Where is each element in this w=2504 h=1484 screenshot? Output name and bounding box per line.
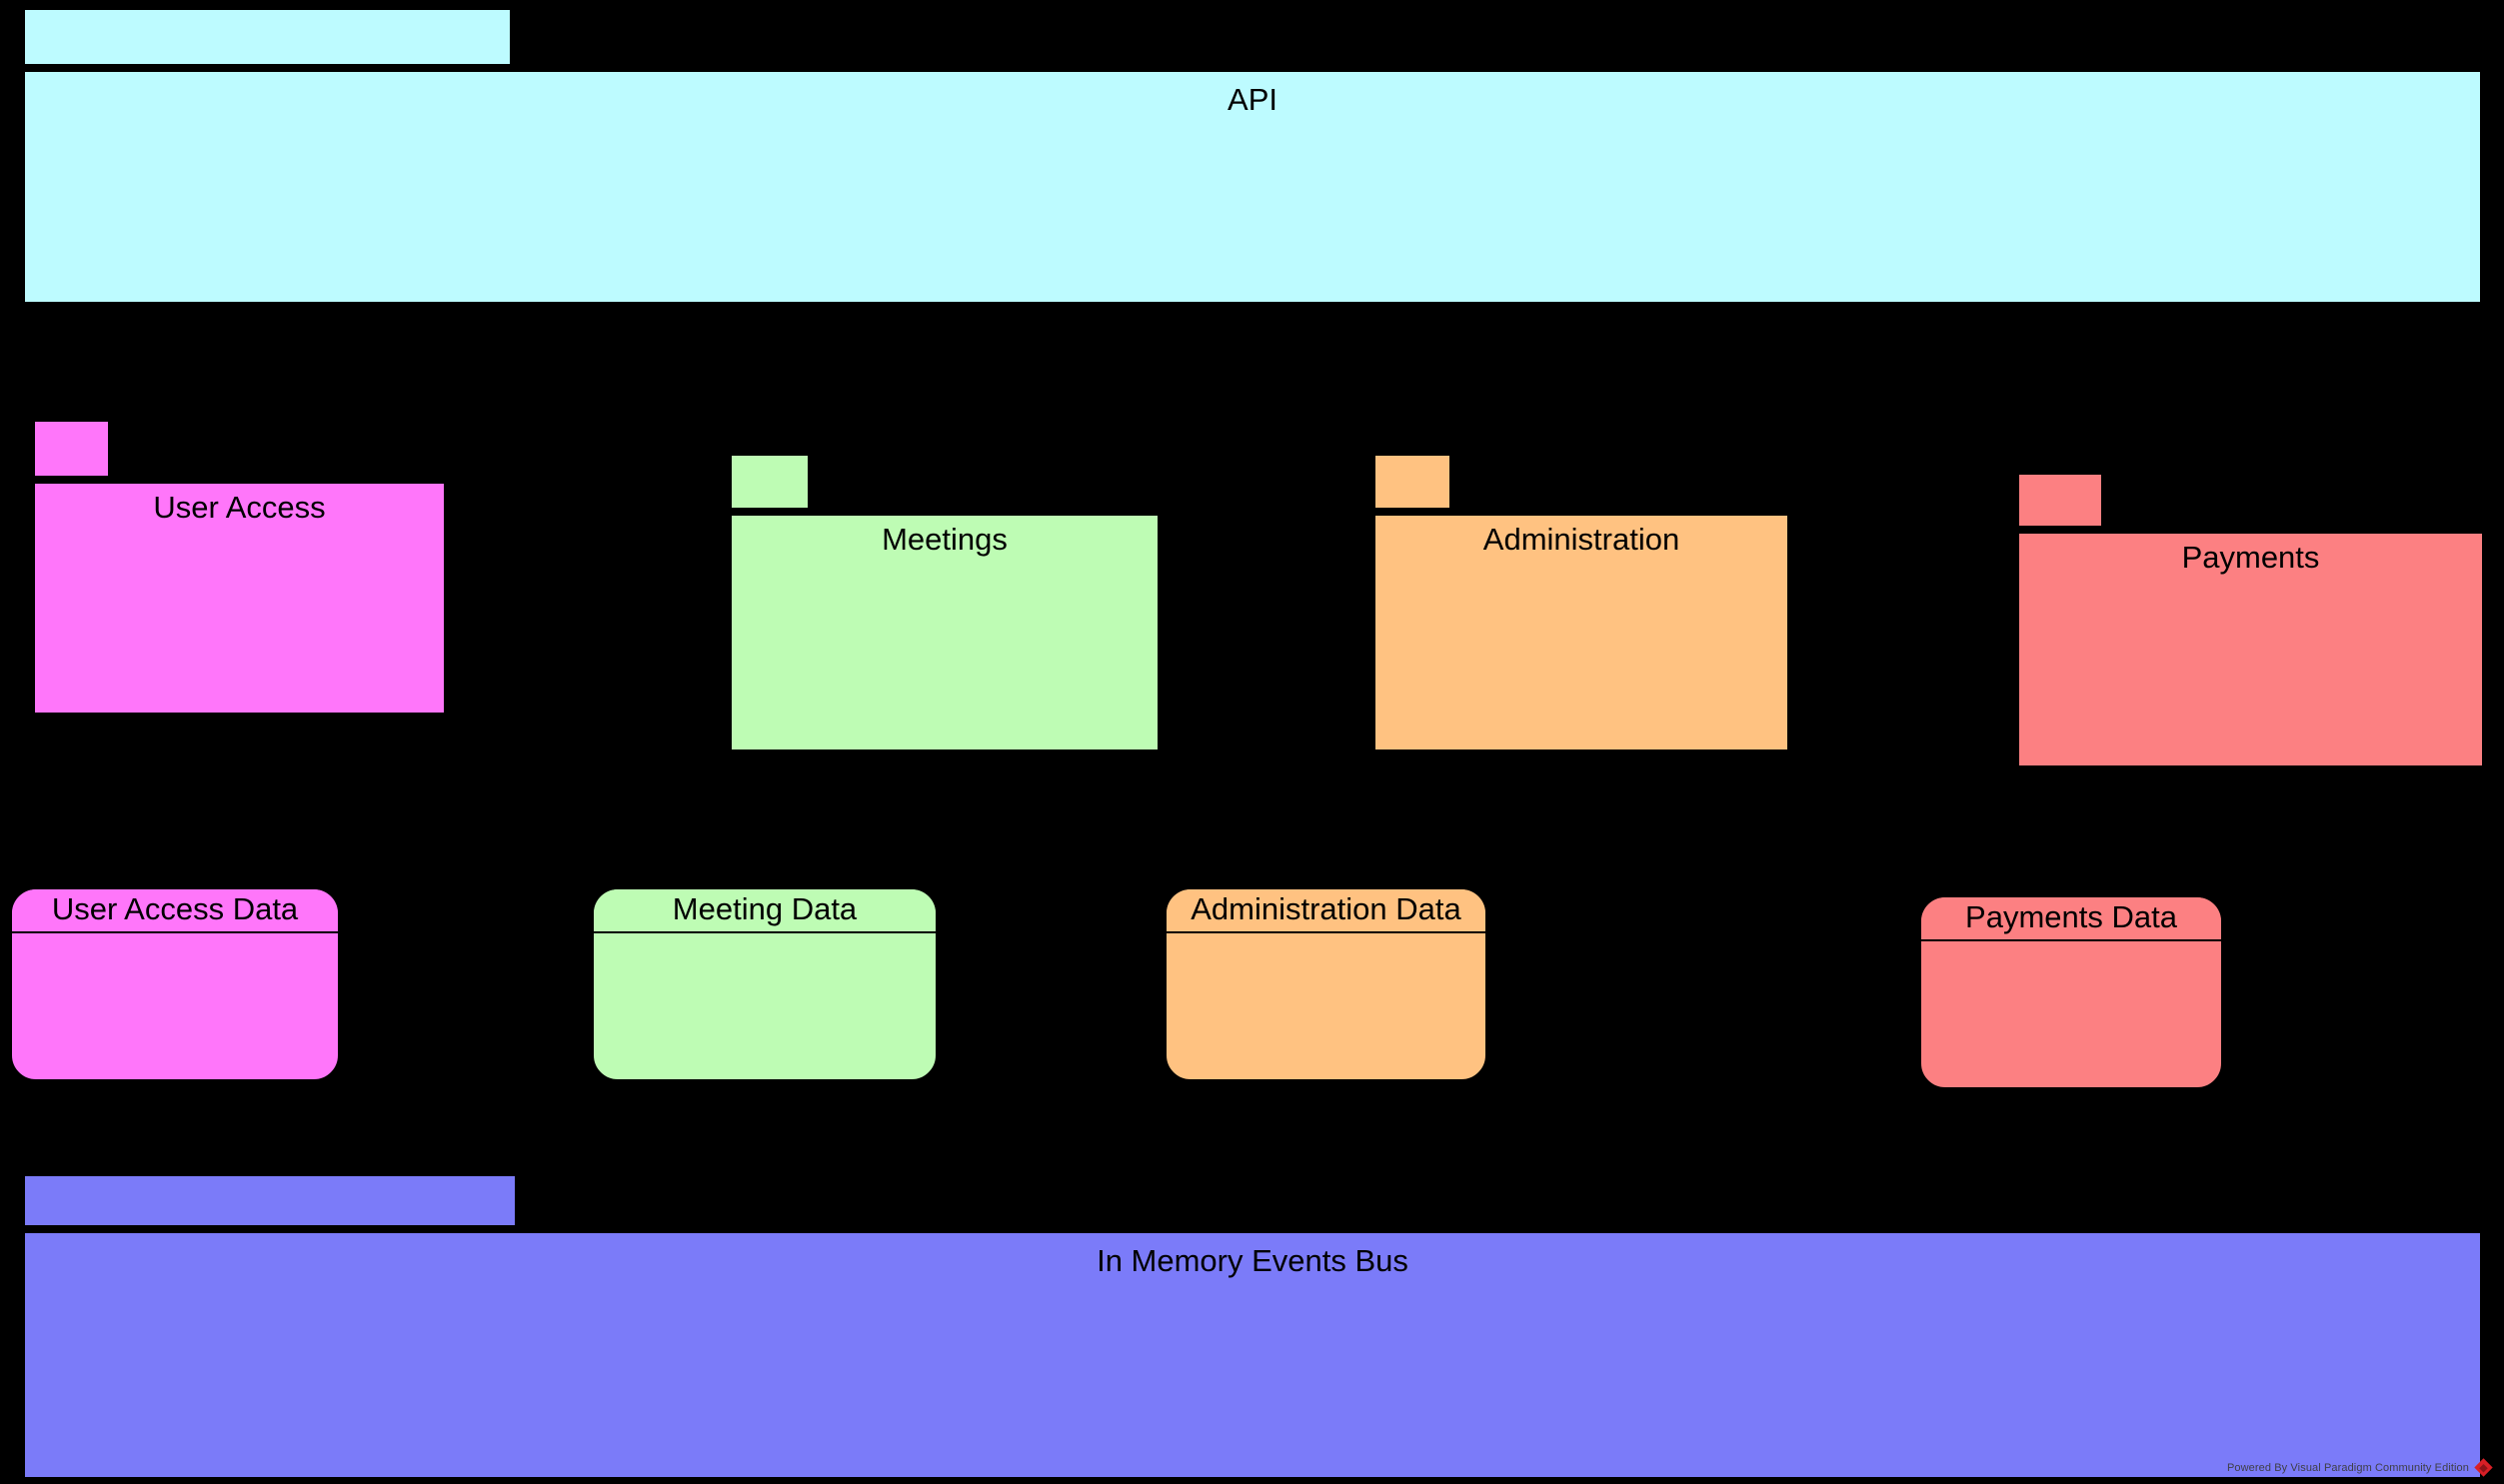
module-package-user-access-tab	[33, 420, 110, 478]
module-package-meetings[interactable]: Meetings	[730, 454, 1160, 751]
data-store-user-access-data-label: User Access Data	[12, 889, 338, 933]
module-package-administration-body	[1373, 514, 1789, 751]
data-store-meeting-data[interactable]: Meeting Data	[592, 887, 938, 1081]
api-package-tab	[23, 8, 512, 66]
module-package-user-access[interactable]: User Access	[33, 420, 446, 715]
module-package-administration[interactable]: Administration	[1373, 454, 1789, 751]
events-bus-package[interactable]: In Memory Events Bus	[23, 1174, 2482, 1479]
module-package-payments-body	[2017, 532, 2484, 767]
api-package-body	[23, 70, 2482, 304]
events-bus-package-tab	[23, 1174, 517, 1227]
api-package[interactable]: API	[23, 8, 2482, 304]
data-store-meeting-data-label: Meeting Data	[594, 889, 936, 933]
module-package-meetings-body	[730, 514, 1160, 751]
module-package-meetings-tab	[730, 454, 810, 510]
module-package-payments[interactable]: Payments	[2017, 473, 2484, 767]
module-package-administration-tab	[1373, 454, 1451, 510]
module-package-payments-tab	[2017, 473, 2103, 528]
events-bus-package-body	[23, 1231, 2482, 1479]
data-store-administration-data-label: Administration Data	[1167, 889, 1485, 933]
data-store-payments-data[interactable]: Payments Data	[1919, 895, 2223, 1089]
data-store-user-access-data[interactable]: User Access Data	[10, 887, 340, 1081]
data-store-payments-data-label: Payments Data	[1921, 897, 2221, 941]
module-package-user-access-body	[33, 482, 446, 715]
data-store-administration-data[interactable]: Administration Data	[1165, 887, 1487, 1081]
